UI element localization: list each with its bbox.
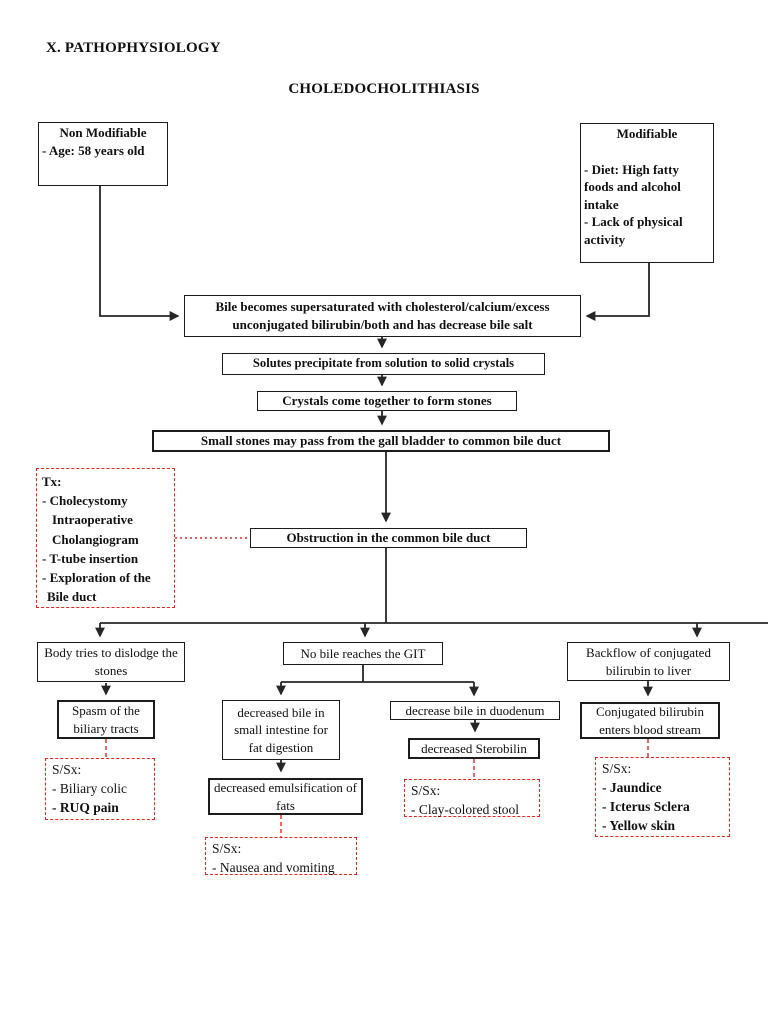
no-bile-git-box: No bile reaches the GIT: [283, 642, 443, 665]
ssx-item: - Nausea and vomiting: [212, 859, 335, 875]
supersaturation-text: Bile becomes supersaturated with cholest…: [215, 299, 550, 332]
ssx-item: - Yellow skin: [602, 817, 676, 833]
stone-formation-text: Crystals come together to form stones: [282, 393, 492, 409]
ssx-nausea-box: S/Sx: - Nausea and vomiting: [205, 837, 357, 875]
emulsification-box: decreased emulsification of fats: [208, 778, 363, 815]
ssx-label: S/Sx:: [411, 783, 441, 798]
backflow-cause-box: Backflow of conjugated bilirubin to live…: [567, 642, 730, 681]
precipitation-text: Solutes precipitate from solution to sol…: [252, 356, 515, 371]
stone-passage-box: Small stones may pass from the gall blad…: [152, 430, 610, 452]
duodenum-step1-box: decrease bile in duodenum: [390, 701, 560, 720]
non-modifiable-box: Non Modifiable - Age: 58 years old: [38, 122, 168, 186]
sterobilin-box: decreased Sterobilin: [408, 738, 540, 759]
duodenum-step1-text: decrease bile in duodenum: [405, 702, 545, 718]
treatment-line: - Cholecystomy: [42, 493, 128, 509]
modifiable-box: Modifiable - Diet: High fatty foods and …: [580, 123, 714, 263]
ssx-label: S/Sx:: [602, 761, 632, 776]
modifiable-item-activity: - Lack of physical activity: [584, 214, 683, 247]
treatment-line: Intraoperative: [52, 512, 133, 528]
modifiable-item-diet: - Diet: High fatty foods and alcohol int…: [584, 161, 681, 212]
no-bile-git-text: No bile reaches the GIT: [300, 645, 426, 661]
non-modifiable-item: - Age: 58 years old: [42, 142, 145, 158]
emulsification-text: decreased emulsification of fats: [214, 779, 357, 813]
ssx-biliary-box: S/Sx: - Biliary colic - RUQ pain: [45, 758, 155, 820]
ssx-label: S/Sx:: [212, 841, 242, 856]
conjugated-text: Conjugated bilirubin enters blood stream: [596, 703, 704, 737]
fat-digestion-step1-box: decreased bile in small intestine for fa…: [222, 700, 340, 760]
stone-passage-text: Small stones may pass from the gall blad…: [200, 433, 562, 449]
ssx-item: - Biliary colic: [52, 780, 127, 796]
page-title: CHOLEDOCHOLITHIASIS: [288, 81, 480, 97]
git-split-line: [281, 665, 474, 683]
sterobilin-text: decreased Sterobilin: [421, 740, 527, 756]
dislodge-cause-box: Body tries to dislodge the stones: [37, 642, 185, 682]
obstruction-text: Obstruction in the common bile duct: [286, 529, 491, 545]
fat-digestion-step1-text: decreased bile in small intestine for fa…: [234, 704, 328, 755]
ssx-jaundice-box: S/Sx: - Jaundice - Icterus Sclera - Yell…: [595, 757, 730, 837]
connector-modifiable-to-supersaturation: [585, 263, 650, 321]
modifiable-title: Modifiable: [616, 126, 678, 141]
ssx-label: S/Sx:: [52, 762, 82, 777]
treatment-box: Tx: - Cholecystomy Intraoperative Cholan…: [36, 468, 175, 608]
section-heading: X. PATHOPHYSIOLOGY: [46, 40, 221, 56]
dislodge-cause-text: Body tries to dislodge the stones: [44, 645, 178, 678]
obstruction-box: Obstruction in the common bile duct: [250, 528, 527, 548]
ssx-item: - Jaundice: [602, 779, 662, 795]
precipitation-box: Solutes precipitate from solution to sol…: [222, 353, 545, 375]
treatment-line: Bile duct: [47, 589, 97, 605]
backflow-cause-text: Backflow of conjugated bilirubin to live…: [586, 644, 711, 678]
stone-formation-box: Crystals come together to form stones: [257, 391, 517, 411]
conjugated-box: Conjugated bilirubin enters blood stream: [580, 702, 720, 739]
supersaturation-box: Bile becomes supersaturated with cholest…: [184, 295, 581, 337]
connector-nonmodifiable-to-supersaturation: [99, 186, 180, 321]
spasm-box: Spasm of the biliary tracts: [57, 700, 155, 739]
treatment-line: - T-tube insertion: [42, 550, 139, 566]
ssx-item: - Icterus Sclera: [602, 798, 690, 814]
treatment-label: Tx:: [42, 474, 62, 489]
ssx-item: - RUQ pain: [52, 799, 119, 815]
ssx-stool-box: S/Sx: - Clay-colored stool: [404, 779, 540, 817]
ssx-item: - Clay-colored stool: [411, 801, 519, 817]
treatment-line: - Exploration of the: [42, 570, 151, 586]
non-modifiable-title: Non Modifiable: [59, 125, 147, 140]
spasm-text: Spasm of the biliary tracts: [72, 702, 140, 736]
treatment-line: Cholangiogram: [52, 531, 139, 547]
